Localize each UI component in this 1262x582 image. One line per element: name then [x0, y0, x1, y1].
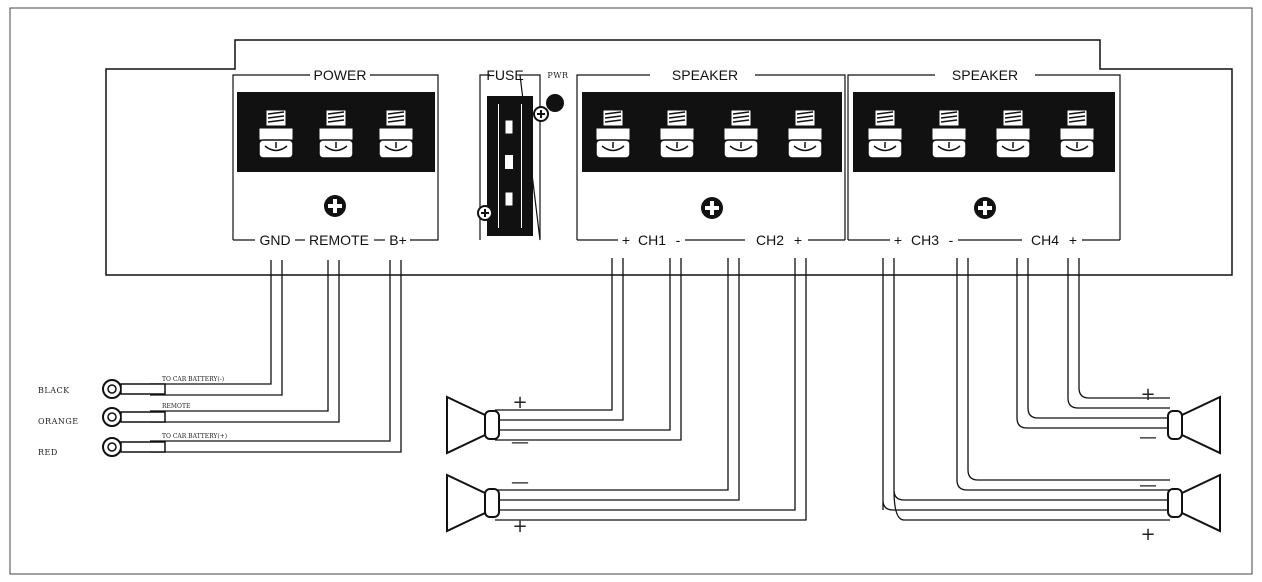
black-wire-label: BLACK [38, 386, 70, 395]
gnd-label: GND [259, 232, 290, 248]
pwr-led-icon [546, 94, 564, 112]
remote-label: REMOTE [309, 232, 369, 248]
power-terminal-remote[interactable] [312, 101, 360, 163]
right-speaker-wires [882, 258, 1170, 521]
ch1-speaker-minus: — [511, 432, 529, 453]
ch2-speaker-minus: — [511, 472, 529, 493]
power-terminal-gnd[interactable] [252, 101, 300, 163]
power-plus-icon [324, 195, 346, 217]
power-terminal-bplus[interactable] [372, 101, 420, 163]
ch1-plus-terminal[interactable] [589, 101, 637, 163]
ch3-speaker-minus: — [1139, 475, 1157, 496]
power-group: POWER GND REMOTE B+ [232, 67, 439, 248]
left-speaker-wires [495, 258, 807, 521]
ch2-label: CH2 [756, 232, 784, 248]
ch3-speaker-icon [1167, 474, 1221, 532]
ch3-minus-terminal[interactable] [925, 101, 973, 163]
speaker-right-plus-icon [974, 197, 996, 219]
pwr-label: PWR [547, 71, 569, 80]
fuse-label: FUSE [486, 67, 523, 83]
speaker-left-plus-icon [701, 197, 723, 219]
ch4-speaker-minus: — [1139, 427, 1157, 448]
orange-wire-note: REMOTE [162, 403, 190, 410]
power-label: POWER [314, 67, 367, 83]
orange-wire-label: ORANGE [38, 417, 79, 426]
amplifier-body [105, 39, 1233, 276]
ch2-minus-terminal[interactable] [717, 101, 765, 163]
ch4-plus-sign: + [1069, 232, 1077, 248]
ch3-plus-sign: + [894, 232, 902, 248]
red-wire-note: TO CAR BATTERY(+) [162, 433, 227, 440]
ch1-minus-sign: - [676, 232, 681, 248]
ch3-minus-sign: - [949, 232, 954, 248]
bplus-label: B+ [389, 232, 407, 248]
ch3-label: CH3 [911, 232, 939, 248]
ch2-plus-sign: + [794, 232, 802, 248]
ch4-label: CH4 [1031, 232, 1059, 248]
power-wires [150, 260, 402, 453]
ch3-plus-terminal[interactable] [861, 101, 909, 163]
outer-frame [9, 7, 1253, 575]
speaker-left-label: SPEAKER [672, 67, 738, 83]
speaker-group-left: SPEAKER + CH1 - CH2 + [576, 67, 846, 248]
ch4-speaker-icon [1167, 396, 1221, 454]
red-wire-label: RED [38, 448, 58, 457]
ch1-label: CH1 [638, 232, 666, 248]
speaker-group-right: SPEAKER + CH3 - CH4 + [847, 67, 1121, 248]
black-wire-note: TO CAR BATTERY(-) [162, 376, 224, 383]
ch4-speaker-plus: + [1140, 384, 1155, 405]
ch3-speaker-plus: + [1140, 524, 1155, 545]
ch2-plus-terminal[interactable] [781, 101, 829, 163]
fuse-power-screw-icon [533, 106, 549, 122]
ch2-speaker-icon [446, 474, 500, 532]
ch4-minus-terminal[interactable] [989, 101, 1037, 163]
ch4-plus-terminal[interactable] [1053, 101, 1101, 163]
fuse-group: FUSE PWR [477, 67, 569, 241]
ch2-speaker-plus: + [512, 516, 527, 537]
ch1-minus-terminal[interactable] [653, 101, 701, 163]
speaker-right-label: SPEAKER [952, 67, 1018, 83]
ch1-plus-sign: + [622, 232, 630, 248]
ch1-speaker-icon [446, 396, 500, 454]
ch1-speaker-plus: + [512, 392, 527, 413]
fuse-ground-screw-icon [477, 205, 493, 221]
